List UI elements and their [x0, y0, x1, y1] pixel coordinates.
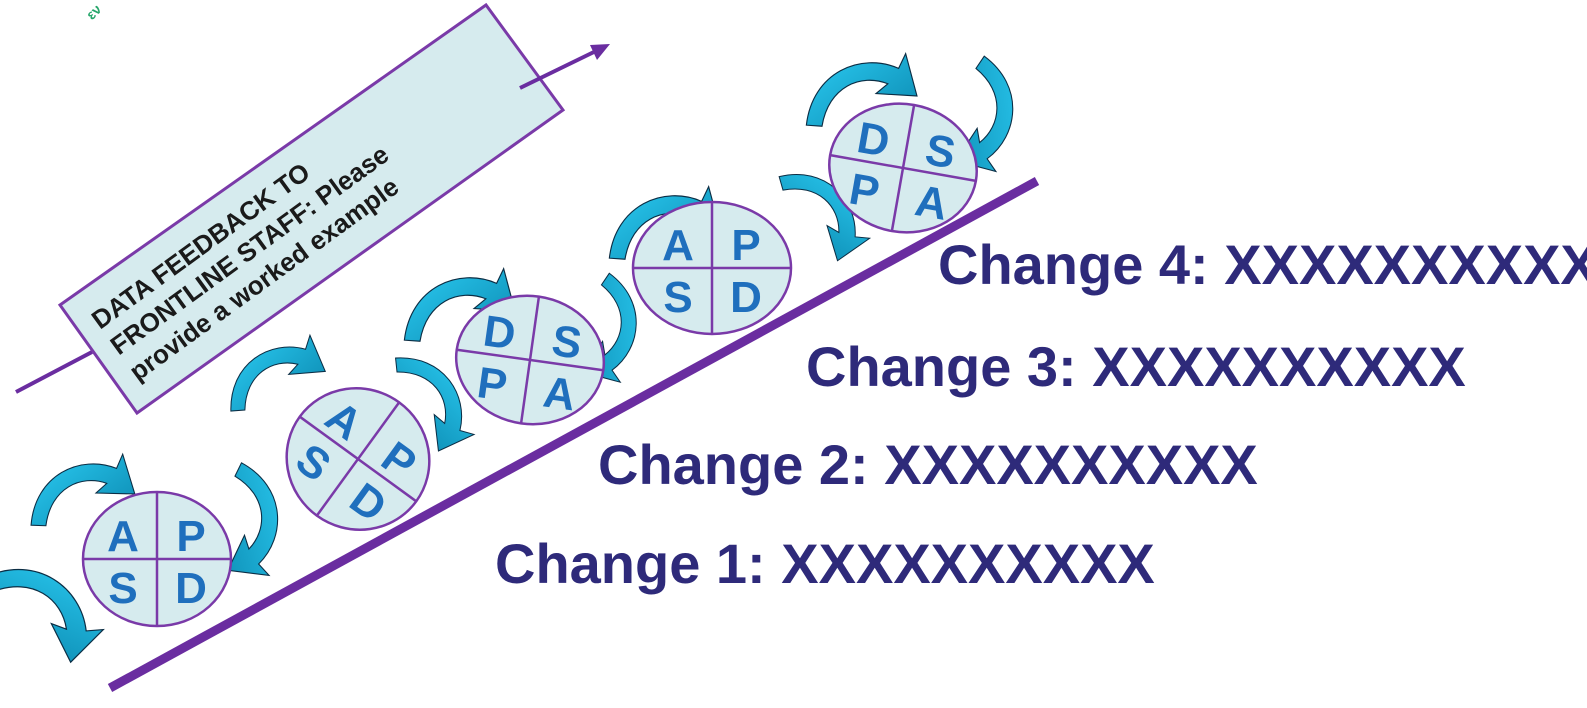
note-arrow-head-line [519, 48, 599, 90]
cycle-arrow-4 [230, 333, 327, 412]
cycle-arrow-6 [395, 357, 476, 452]
cycle-arrow-3 [227, 462, 279, 577]
change-2-label: Change 2: XXXXXXXXXX [598, 433, 1258, 496]
note-arrow-head [590, 44, 610, 60]
cycle-arrow-1 [30, 452, 136, 527]
pdsa-cycle-letter: D [175, 564, 207, 613]
change-3-label: Change 3: XXXXXXXXXX [806, 335, 1466, 398]
change-1-label: Change 1: XXXXXXXXXX [495, 532, 1155, 595]
pdsa-cycle-letter: A [540, 367, 578, 420]
cycle-arrow-5 [403, 266, 516, 342]
pdsa-cycle-divider [890, 104, 916, 232]
cycle-arrow-10 [805, 51, 918, 127]
pdsa-cycle-divider [315, 401, 401, 517]
note-box [57, 2, 566, 416]
pdsa-cycle-letter: A [662, 221, 694, 270]
change-4-label: Change 4: XXXXXXXXXX [938, 233, 1587, 296]
cycle-arrow-2 [0, 568, 105, 664]
logo-fragment: εν [83, 1, 105, 23]
cycle-arrows [0, 51, 1014, 664]
pdsa-cycle-letter: S [663, 273, 692, 322]
pdsa-cycle-letter: P [176, 512, 205, 561]
pdsa-cycle-letter: P [731, 221, 760, 270]
note-arrow-tail [15, 350, 93, 394]
cycle-arrow-9 [778, 174, 872, 262]
pdsa-cycle-letter: S [108, 564, 137, 613]
pdsa-cycle-letter: S [549, 316, 585, 369]
pdsa-cycle-letter: D [730, 273, 762, 322]
pdsa-cycle-divider [519, 296, 541, 424]
pdsa-cycle-letter: D [480, 307, 518, 360]
ramp-line [107, 177, 1040, 692]
pdsa-cycle-letter: P [474, 358, 510, 411]
logo-fragment-text: εν [83, 1, 105, 23]
pdsa-cycle-letter: A [107, 512, 139, 561]
